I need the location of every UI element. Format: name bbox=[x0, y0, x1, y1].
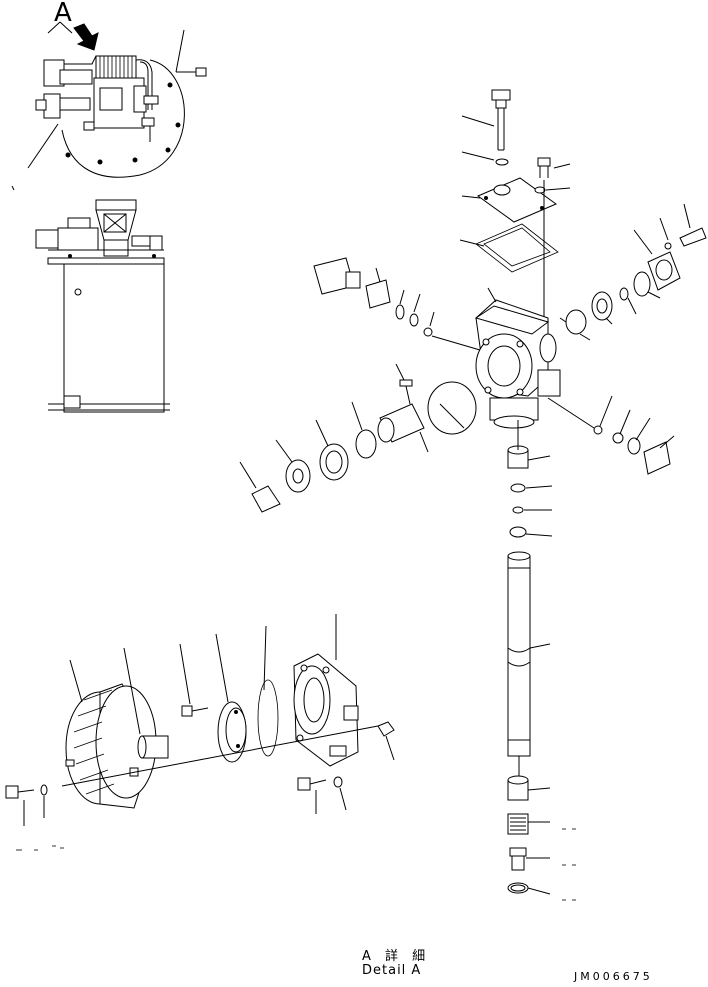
detail-title-english: Detail A bbox=[362, 963, 422, 978]
pump-housing-assembly bbox=[239, 89, 707, 901]
motor-gear-assembly bbox=[5, 614, 395, 851]
view-direction-arrow-icon bbox=[73, 23, 99, 51]
view-letter: A bbox=[54, 0, 72, 28]
tank-view bbox=[35, 199, 170, 413]
view-a-inset bbox=[11, 21, 207, 191]
drawing-number: JM006675 bbox=[574, 970, 653, 983]
detail-title-japanese: A 詳 細 bbox=[362, 949, 431, 964]
